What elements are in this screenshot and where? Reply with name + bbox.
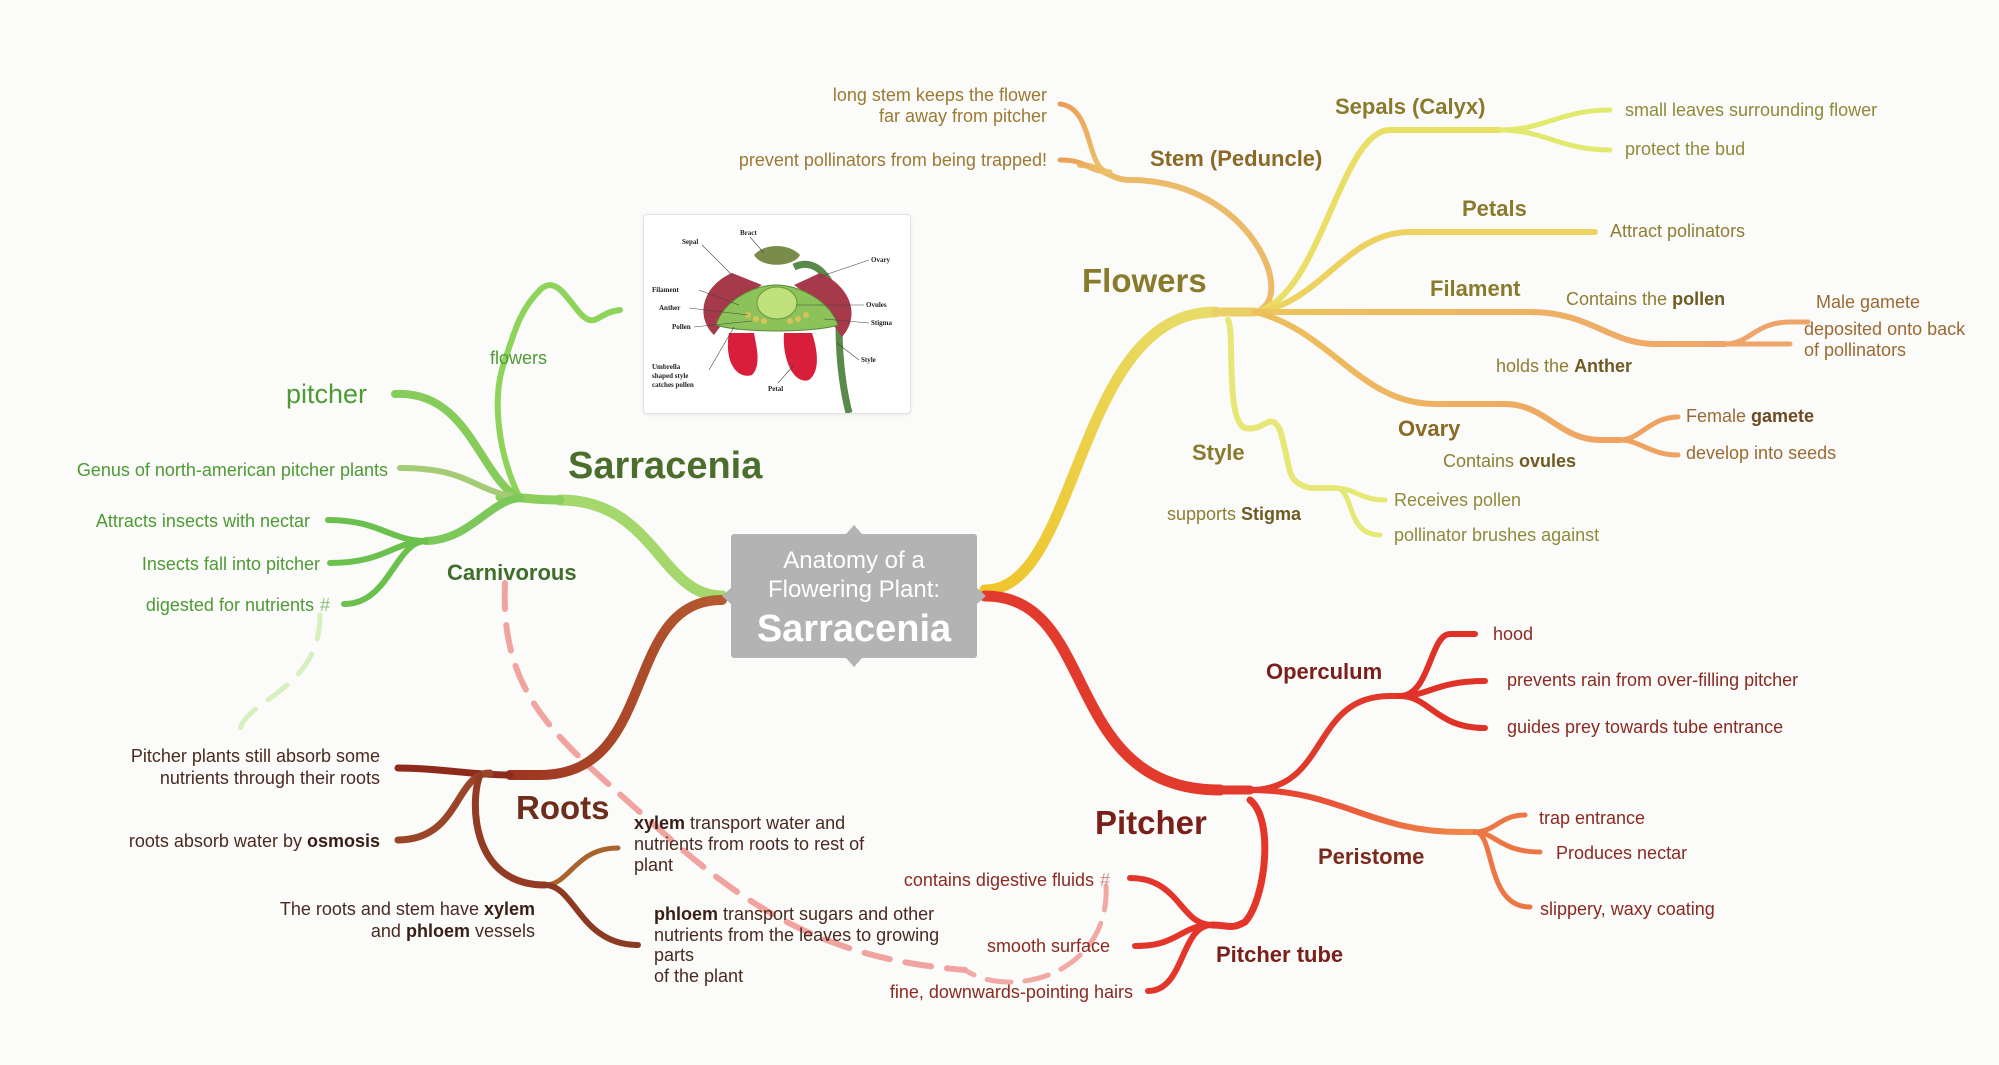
- trap-entrance-label[interactable]: trap entrance: [1539, 808, 1645, 828]
- carnivorous-label[interactable]: Carnivorous: [447, 560, 577, 585]
- style-supports-label[interactable]: supports Stigma: [1167, 504, 1302, 524]
- link-carnivorous-digestive: [501, 580, 968, 973]
- stem-label[interactable]: Stem (Peduncle): [1150, 146, 1322, 171]
- digestive-hash-icon[interactable]: #: [1100, 870, 1110, 890]
- bract: [754, 246, 800, 265]
- brushes-against-label[interactable]: pollinator brushes against: [1394, 525, 1599, 545]
- receives-pollen-label[interactable]: Receives pollen: [1394, 490, 1521, 510]
- pitcher-tube-label[interactable]: Pitcher tube: [1216, 942, 1343, 967]
- digested-hash-icon[interactable]: #: [320, 595, 330, 615]
- osmosis-label[interactable]: roots absorb water by osmosis: [129, 831, 380, 851]
- roots-branches: [394, 595, 727, 948]
- attracts-label[interactable]: Attracts insects with nectar: [96, 511, 310, 531]
- flower-illustration: Sepal Bract Ovary Filament Ovules Anther…: [652, 229, 893, 413]
- figure-label-ovules: Ovules: [866, 301, 887, 309]
- anthers: [745, 312, 809, 324]
- figure-label-ovary: Ovary: [871, 256, 891, 264]
- label-leaders: [688, 236, 870, 384]
- central-line2: Flowering Plant:: [767, 576, 941, 603]
- figure-label-umbrella-2: shaped style: [652, 372, 688, 380]
- guides-prey-label[interactable]: guides prey towards tube entrance: [1507, 717, 1783, 737]
- phloem-line3[interactable]: parts: [654, 945, 694, 965]
- ovary: [756, 286, 798, 320]
- figure-label-anther: Anther: [659, 304, 680, 312]
- holds-anther-label[interactable]: holds the Anther: [1496, 356, 1632, 376]
- absorb-line1[interactable]: Pitcher plants still absorb some: [131, 746, 380, 766]
- roots-title[interactable]: Roots: [516, 789, 610, 826]
- fine-hairs-label[interactable]: fine, downwards-pointing hairs: [890, 982, 1133, 1002]
- digested-label[interactable]: digested for nutrients: [146, 595, 314, 615]
- figure-label-sepal: Sepal: [682, 238, 698, 246]
- xylem-line1[interactable]: xylem transport water and: [634, 813, 845, 833]
- slippery-label[interactable]: slippery, waxy coating: [1540, 899, 1715, 919]
- style-label[interactable]: Style: [1192, 440, 1245, 465]
- flowers-title[interactable]: Flowers: [1082, 262, 1207, 299]
- figure-label-petal: Petal: [768, 385, 783, 393]
- phloem-line1[interactable]: phloem transport sugars and other: [654, 904, 934, 924]
- central-title: Sarracenia: [756, 608, 952, 650]
- sarracenia-title[interactable]: Sarracenia: [568, 445, 763, 487]
- phloem-line4[interactable]: of the plant: [654, 966, 743, 986]
- stem-long-line1[interactable]: long stem keeps the flower: [833, 85, 1047, 105]
- prevents-rain-label[interactable]: prevents rain from over-filling pitcher: [1507, 670, 1798, 690]
- vessels-line2[interactable]: and phloem vessels: [371, 921, 535, 941]
- petals-attract-label[interactable]: Attract polinators: [1610, 221, 1745, 241]
- genus-label[interactable]: Genus of north-american pitcher plants: [77, 460, 388, 480]
- flower-anatomy-image[interactable]: Sepal Bract Ovary Filament Ovules Anther…: [643, 214, 911, 414]
- figure-label-umbrella-3: catches pollen: [652, 381, 694, 389]
- petals-label[interactable]: Petals: [1462, 196, 1527, 221]
- sepals-protect-label[interactable]: protect the bud: [1625, 139, 1745, 159]
- sarracenia-branches: [237, 282, 728, 733]
- stem-prevent-label[interactable]: prevent pollinators from being trapped!: [739, 150, 1047, 170]
- filament-contains-label[interactable]: Contains the pollen: [1566, 289, 1725, 309]
- sarracenia-pitcher-label[interactable]: pitcher: [286, 379, 367, 409]
- pitcher-branches: [962, 590, 1543, 994]
- stem-long-line2[interactable]: far away from pitcher: [879, 106, 1047, 126]
- figure-label-umbrella-1: Umbrella: [652, 363, 681, 371]
- petal-right: [783, 333, 817, 381]
- figure-label-bract: Bract: [740, 229, 757, 237]
- figure-label-filament: Filament: [652, 286, 679, 294]
- male-gamete-label[interactable]: Male gamete: [1816, 292, 1920, 312]
- xylem-line3[interactable]: plant: [634, 855, 673, 875]
- female-gamete-label[interactable]: Female gamete: [1686, 406, 1814, 426]
- central-notch-bottom: [846, 658, 862, 667]
- sarracenia-flowers-label[interactable]: flowers: [490, 348, 547, 368]
- smooth-surface-label[interactable]: smooth surface: [987, 936, 1110, 956]
- figure-label-pollen: Pollen: [672, 323, 691, 331]
- central-notch-top: [846, 525, 862, 534]
- figure-label-stigma: Stigma: [871, 319, 893, 327]
- hood-label[interactable]: hood: [1493, 624, 1533, 644]
- produces-nectar-label[interactable]: Produces nectar: [1556, 843, 1687, 863]
- central-notch-left: [722, 588, 731, 604]
- deposited-line2[interactable]: of pollinators: [1804, 340, 1906, 360]
- insects-fall-label[interactable]: Insects fall into pitcher: [142, 554, 320, 574]
- deposited-line1[interactable]: deposited onto back: [1804, 319, 1966, 339]
- operculum-label[interactable]: Operculum: [1266, 659, 1382, 684]
- flowers-branches: [979, 101, 1811, 596]
- vessels-line1[interactable]: The roots and stem have xylem: [280, 899, 535, 919]
- develop-seeds-label[interactable]: develop into seeds: [1686, 443, 1836, 463]
- petal-left: [727, 333, 758, 376]
- central-notch-right: [977, 588, 986, 604]
- digestive-fluids-label[interactable]: contains digestive fluids: [904, 870, 1094, 890]
- sepals-label[interactable]: Sepals (Calyx): [1335, 94, 1485, 119]
- absorb-line2[interactable]: nutrients through their roots: [160, 768, 380, 788]
- sepals-small-label[interactable]: small leaves surrounding flower: [1625, 100, 1877, 120]
- central-line1: Anatomy of a: [783, 547, 925, 574]
- phloem-line2[interactable]: nutrients from the leaves to growing: [654, 925, 939, 945]
- central-topic[interactable]: Anatomy of a Flowering Plant: Sarracenia: [731, 534, 977, 658]
- pitcher-title[interactable]: Pitcher: [1095, 804, 1207, 841]
- figure-label-style: Style: [861, 356, 876, 364]
- filament-label[interactable]: Filament: [1430, 276, 1521, 301]
- ovary-contains-label[interactable]: Contains ovules: [1443, 451, 1576, 471]
- peristome-label[interactable]: Peristome: [1318, 844, 1424, 869]
- ovary-label[interactable]: Ovary: [1398, 416, 1461, 441]
- xylem-line2[interactable]: nutrients from roots to rest of: [634, 834, 865, 854]
